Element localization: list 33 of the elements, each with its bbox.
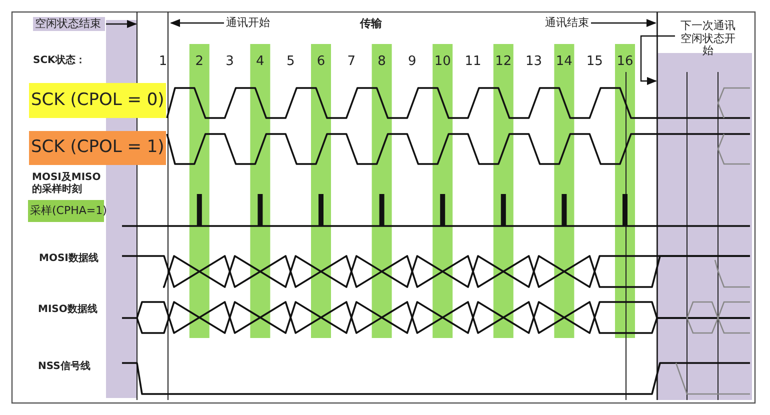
state-label: 通讯开始 — [226, 16, 276, 30]
arrow — [591, 19, 656, 27]
arrow — [106, 20, 137, 28]
cycle-number: 4 — [255, 55, 266, 70]
cycle-number: 11 — [464, 55, 482, 70]
state-label: 通讯结束 — [545, 16, 590, 30]
cycle-number: 15 — [585, 55, 604, 70]
arrow — [170, 19, 224, 27]
cycle-number: 3 — [224, 55, 235, 70]
cycle-number: 9 — [407, 55, 418, 70]
cycle-number: 10 — [433, 55, 452, 70]
cycle-number: 13 — [524, 55, 544, 70]
state-label: 空闲状态结束 — [33, 17, 105, 31]
cycle-number: 16 — [616, 55, 634, 70]
row-label: MISO数据线 — [38, 304, 98, 316]
cycle-number: 1 — [158, 55, 168, 70]
cycle-number: 5 — [285, 55, 296, 70]
row-label: SCK状态： — [33, 55, 86, 66]
cycle-number: 2 — [194, 55, 205, 70]
row-label: MOSI数据线 — [39, 253, 98, 264]
heading-label: 传输 — [360, 18, 382, 31]
state-label: 下一次通讯空闲状态开始 — [677, 20, 739, 58]
cycle-number: 8 — [376, 55, 387, 70]
arrow — [640, 35, 675, 85]
signal-label-box: SCK (CPOL = 1) — [29, 131, 166, 165]
cycle-number: 12 — [494, 55, 513, 70]
end-marker-line — [656, 12, 658, 400]
row-label: MOSI及MISO的采样时刻 — [32, 172, 102, 195]
row-label: NSS信号线 — [38, 361, 90, 372]
cycle-number: 14 — [554, 55, 574, 70]
cycle-number: 6 — [316, 55, 326, 70]
signal-label-box: SCK (CPOL = 0) — [29, 83, 166, 118]
cycle-number: 7 — [346, 55, 357, 70]
